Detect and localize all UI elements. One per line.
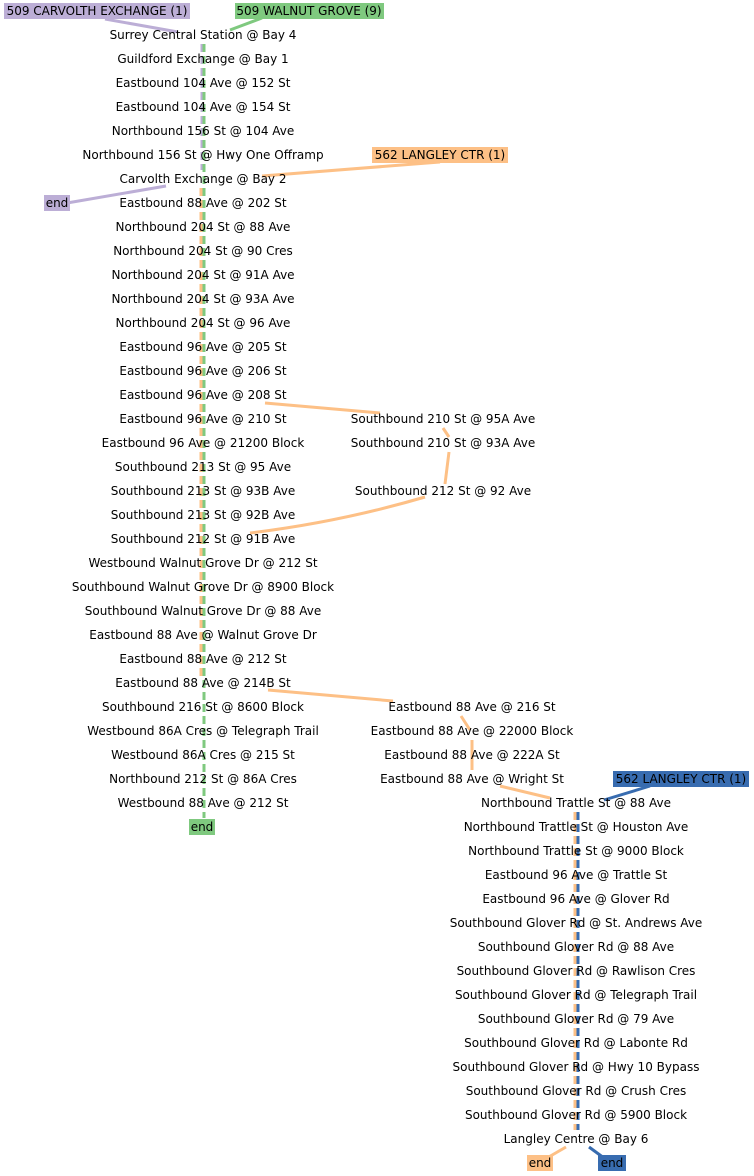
- stop-label[interactable]: Southbound 213 St @ 93B Ave: [111, 484, 295, 498]
- end-562-lower: end: [601, 1156, 624, 1170]
- stop-label[interactable]: Southbound Glover Rd @ Rawlison Cres: [457, 964, 696, 978]
- end-509-walnut: end: [191, 820, 214, 834]
- stop-label[interactable]: Eastbound 88 Ave @ 216 St: [388, 700, 556, 714]
- stop-label[interactable]: Northbound Trattle St @ 88 Ave: [481, 796, 671, 810]
- stop-label[interactable]: Southbound Glover Rd @ 79 Ave: [478, 1012, 674, 1026]
- end-509-carvolth-bg: [44, 195, 70, 211]
- stop-label[interactable]: Southbound Walnut Grove Dr @ 8900 Block: [72, 580, 334, 594]
- stops-main-column: Surrey Central Station @ Bay 4 Guildford …: [72, 28, 334, 810]
- stops-right-column: Northbound Trattle St @ 88 AveNorthbound…: [450, 796, 703, 1146]
- stop-label[interactable]: Eastbound 88 Ave @ 22000 Block: [371, 724, 574, 738]
- stop-label[interactable]: Surrey Central Station @ Bay 4: [110, 28, 297, 42]
- stop-label[interactable]: Northbound 156 St @ Hwy One Offramp: [82, 148, 323, 162]
- stop-label[interactable]: Southbound Glover Rd @ Hwy 10 Bypass: [453, 1060, 700, 1074]
- stop-label[interactable]: Southbound 212 St @ 92 Ave: [355, 484, 531, 498]
- stop-label[interactable]: Eastbound 104 Ave @ 152 St: [116, 76, 291, 90]
- line-562-branch-out: [267, 688, 394, 703]
- stop-label[interactable]: Southbound 212 St @ 91B Ave: [111, 532, 295, 546]
- line-509-carvolth-end: [66, 184, 167, 205]
- stop-label[interactable]: Northbound 156 St @ 104 Ave: [112, 124, 295, 138]
- stop-label[interactable]: Northbound 212 St @ 86A Cres: [109, 772, 297, 786]
- stop-label[interactable]: Eastbound 96 Ave @ Trattle St: [485, 868, 668, 882]
- stop-label[interactable]: Eastbound 96 Ave @ 208 St: [119, 388, 287, 402]
- badge-562-lower[interactable]: 562 LANGLEY CTR (1): [616, 772, 746, 786]
- stop-label[interactable]: Eastbound 96 Ave @ 210 St: [119, 412, 287, 426]
- stop-label[interactable]: Eastbound 96 Ave @ Glover Rd: [482, 892, 669, 906]
- end-509-walnut-bg: [189, 819, 215, 835]
- stop-label[interactable]: Eastbound 96 Ave @ 205 St: [119, 340, 287, 354]
- stop-label[interactable]: Southbound Glover Rd @ Telegraph Trail: [455, 988, 697, 1002]
- stop-label[interactable]: Langley Centre @ Bay 6: [504, 1132, 649, 1146]
- stop-label[interactable]: Eastbound 104 Ave @ 154 St: [116, 100, 291, 114]
- stop-label[interactable]: Southbound Glover Rd @ 5900 Block: [465, 1108, 687, 1122]
- stop-label[interactable]: Northbound Trattle St @ 9000 Block: [468, 844, 684, 858]
- stop-label[interactable]: Southbound Glover Rd @ Labonte Rd: [464, 1036, 688, 1050]
- line-562-loop-down: [441, 427, 451, 485]
- stop-label[interactable]: Eastbound 96 Ave @ 206 St: [119, 364, 287, 378]
- stop-label[interactable]: Westbound 88 Ave @ 212 St: [118, 796, 289, 810]
- line-509-carvolth-start: [104, 17, 179, 34]
- stop-label[interactable]: Northbound 204 St @ 90 Cres: [113, 244, 293, 258]
- badge-509-carvolth-bg: [4, 3, 190, 19]
- line-562-start: [261, 160, 441, 178]
- stop-label[interactable]: Southbound 213 St @ 95 Ave: [115, 460, 291, 474]
- stop-label[interactable]: Northbound 204 St @ 91A Ave: [111, 268, 294, 282]
- badge-509-walnut[interactable]: 509 WALNUT GROVE (9): [236, 4, 381, 18]
- end-562-upper-bg: [527, 1155, 553, 1171]
- stop-label[interactable]: Carvolth Exchange @ Bay 2: [120, 172, 287, 186]
- stop-label[interactable]: Northbound 204 St @ 93A Ave: [111, 292, 294, 306]
- stop-label[interactable]: Eastbound 88 Ave @ 222A St: [384, 748, 560, 762]
- route-lines: [66, 16, 651, 1160]
- end-562-lower-bg: [598, 1155, 626, 1171]
- stop-label[interactable]: Southbound Glover Rd @ St. Andrews Ave: [450, 916, 703, 930]
- badge-562-upper[interactable]: 562 LANGLEY CTR (1): [375, 148, 505, 162]
- badge-562-upper-bg: [372, 147, 508, 163]
- badge-562-lower-bg: [613, 771, 749, 787]
- line-509-walnut-start: [229, 16, 263, 32]
- line-562-loop-out: [264, 401, 381, 415]
- line-562-branch-to-right: [499, 784, 551, 800]
- stop-label[interactable]: Southbound 216 St @ 8600 Block: [102, 700, 304, 714]
- stop-label[interactable]: Westbound 86A Cres @ Telegraph Trail: [87, 724, 319, 738]
- stop-label[interactable]: Northbound 204 St @ 96 Ave: [116, 316, 291, 330]
- stop-label[interactable]: Eastbound 88 Ave @ Walnut Grove Dr: [89, 628, 317, 642]
- stop-label[interactable]: Southbound Glover Rd @ Crush Cres: [466, 1084, 687, 1098]
- end-562-upper: end: [529, 1156, 552, 1170]
- line-562-branch-down: [459, 715, 474, 770]
- stop-label[interactable]: Eastbound 88 Ave @ Wright St: [380, 772, 564, 786]
- stop-label[interactable]: Northbound 204 St @ 88 Ave: [116, 220, 291, 234]
- badge-509-carvolth[interactable]: 509 CARVOLTH EXCHANGE (1): [7, 4, 188, 18]
- stop-label[interactable]: Eastbound 88 Ave @ 212 St: [119, 652, 287, 666]
- badge-509-walnut-bg: [235, 3, 384, 19]
- stop-label[interactable]: Northbound Trattle St @ Houston Ave: [464, 820, 689, 834]
- stops-branch-column: Eastbound 88 Ave @ 216 St Eastbound 88 Av…: [371, 700, 574, 786]
- stop-label[interactable]: Westbound Walnut Grove Dr @ 212 St: [88, 556, 317, 570]
- stop-label[interactable]: Southbound 213 St @ 92B Ave: [111, 508, 295, 522]
- route-badges: 509 CARVOLTH EXCHANGE (1) 509 WALNUT GRO…: [4, 3, 749, 1171]
- stop-label[interactable]: Eastbound 96 Ave @ 21200 Block: [102, 436, 305, 450]
- stop-label[interactable]: Westbound 86A Cres @ 215 St: [111, 748, 295, 762]
- end-509-carvolth: end: [46, 196, 69, 210]
- line-562-loop-back: [249, 495, 426, 535]
- line-562b-start: [603, 784, 651, 802]
- stop-label[interactable]: Southbound 210 St @ 95A Ave: [351, 412, 535, 426]
- stop-label[interactable]: Southbound Glover Rd @ 88 Ave: [478, 940, 674, 954]
- stop-label[interactable]: Southbound 210 St @ 93A Ave: [351, 436, 535, 450]
- stop-label[interactable]: Eastbound 88 Ave @ 202 St: [119, 196, 287, 210]
- stop-label[interactable]: Guildford Exchange @ Bay 1: [117, 52, 288, 66]
- stop-label[interactable]: Southbound Walnut Grove Dr @ 88 Ave: [85, 604, 321, 618]
- stop-label[interactable]: Eastbound 88 Ave @ 214B St: [115, 676, 291, 690]
